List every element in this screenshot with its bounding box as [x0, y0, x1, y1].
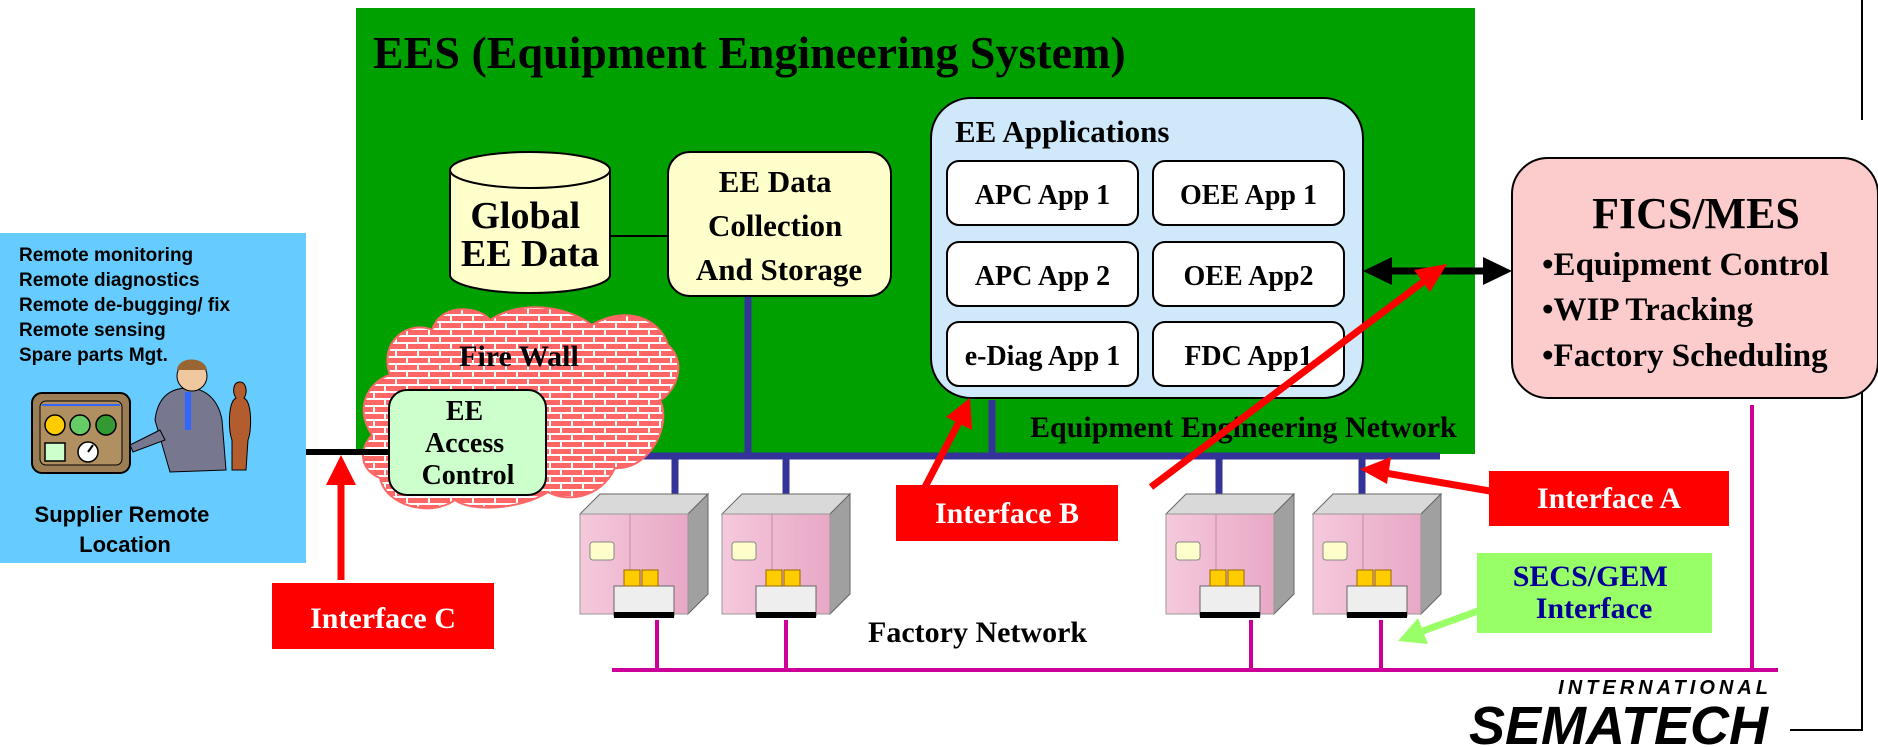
- cabinet-tray: [1346, 585, 1408, 617]
- cabinet-base: [756, 612, 816, 618]
- fics-mes-box: FICS/MES •Equipment Control •WIP Trackin…: [1511, 157, 1878, 399]
- svg-text:Supplier Remote Location: Supplier Remote Location: [35, 502, 216, 557]
- wafer-carrier: [1356, 569, 1374, 587]
- ee-app-label: OEE App2: [1184, 261, 1314, 292]
- cabinet-display: [731, 541, 757, 561]
- collection-line1: EE Data: [719, 164, 832, 199]
- factory-network-label: Factory Network: [868, 616, 1087, 649]
- supplier-service-3: Remote de-bugging/ fix: [19, 295, 231, 316]
- interface-b-label: Interface B: [935, 497, 1079, 530]
- collection-line2: Collection: [708, 208, 842, 243]
- sematech-logo: INTERNATIONAL SEMATECH: [1469, 677, 1772, 747]
- cabinet-tray: [1199, 585, 1261, 617]
- svg-text:•Equipment Control •WIP: •Equipment Control •WIP Tracking •Factor…: [1542, 247, 1837, 374]
- access-control-line3: Control: [422, 460, 515, 491]
- ee-app-label: APC App 1: [975, 180, 1110, 211]
- interface-c-label: Interface C: [310, 602, 456, 635]
- svg-text:Remote monitoring Remote d: Remote monitoring Remote diagnostics Rem…: [19, 245, 235, 366]
- cabinet-base: [1200, 612, 1260, 618]
- wafer-carrier: [1374, 569, 1392, 587]
- factory-network: [612, 405, 1778, 672]
- interface-b-box: Interface B: [896, 485, 1118, 541]
- interface-a-box: Interface A: [1489, 471, 1729, 526]
- supplier-location-line1: Supplier Remote: [35, 502, 210, 527]
- collection-line3: And Storage: [696, 252, 862, 287]
- cabinet-tray: [613, 585, 675, 617]
- interface-arrows: [337, 279, 1491, 580]
- fics-item-1: •Equipment Control: [1542, 247, 1829, 283]
- ee-app-box: [946, 321, 1139, 387]
- ee-app-label: OEE App 1: [1180, 180, 1317, 211]
- fics-item-3: •Factory Scheduling: [1542, 338, 1828, 374]
- cabinet-base: [1347, 612, 1407, 618]
- ee-app-label: APC App 2: [975, 261, 1110, 292]
- interface-a-label: Interface A: [1537, 482, 1681, 515]
- cabinet-top: [1311, 493, 1443, 515]
- cabinet-top: [1164, 493, 1296, 515]
- wafer-carrier: [1209, 569, 1227, 587]
- global-data-line1: Global: [470, 195, 580, 237]
- logo-sematech: SEMATECH: [1469, 696, 1769, 747]
- secs-gem-line2: Interface: [1536, 592, 1653, 625]
- svg-text:Global EE Data: Global EE Data: [461, 195, 599, 275]
- wafer-carrier: [1227, 569, 1245, 587]
- secs-arrow: [1398, 607, 1480, 644]
- firewall-label: Fire Wall: [459, 340, 579, 373]
- ee-applications-title: EE Applications: [955, 114, 1170, 149]
- cabinet-display: [1322, 541, 1348, 561]
- wafer-carrier: [623, 569, 641, 587]
- ee-app-box: [946, 241, 1139, 307]
- ee-app-box: [946, 160, 1139, 226]
- monitor-panel-icon: [31, 392, 131, 474]
- interface-arrowheads: [326, 264, 1447, 485]
- logo-connector-line: [1790, 0, 1863, 731]
- logo-international: INTERNATIONAL: [1558, 677, 1772, 699]
- ees-title: EES (Equipment Engineering System): [373, 27, 1126, 78]
- cabinet-display: [589, 541, 615, 561]
- ee-app-grid: APC App 1 OEE App 1 APC App 2 OEE App2 e-Dia…: [946, 160, 1345, 387]
- supplier-service-1: Remote monitoring: [19, 245, 193, 266]
- fics-title: FICS/MES: [1592, 189, 1800, 238]
- cabinet-base: [614, 612, 674, 618]
- supplier-service-5: Spare parts Mgt.: [19, 345, 168, 366]
- wafer-carrier: [783, 569, 801, 587]
- wafer-carrier: [641, 569, 659, 587]
- cabinet-top: [720, 493, 852, 515]
- access-control-line1: EE: [446, 396, 483, 427]
- fics-item-2: •WIP Tracking: [1542, 292, 1754, 328]
- supplier-service-2: Remote diagnostics: [19, 270, 200, 291]
- secs-gem-interface-box: SECS/GEM Interface: [1477, 553, 1712, 633]
- wafer-carrier: [765, 569, 783, 587]
- cabinet-display: [1175, 541, 1201, 561]
- ee-data-collection: EE Data Collection And Storage: [667, 151, 892, 297]
- cabinet-side: [1273, 492, 1295, 616]
- access-control-line2: Access: [425, 428, 504, 459]
- supplier-location-line2: Location: [79, 532, 171, 557]
- ee-app-box: [1152, 241, 1345, 307]
- global-ee-data-store: Global EE Data: [449, 151, 611, 294]
- svg-text:EE Access Control: EE Access Control: [422, 396, 515, 491]
- ee-app-label: FDC App1: [1184, 341, 1312, 372]
- secs-gem-line1: SECS/GEM: [1513, 560, 1668, 593]
- cabinet-side: [1420, 492, 1442, 616]
- equipment-engineering-network: [545, 296, 1440, 494]
- ee-app-label: e-Diag App 1: [965, 341, 1121, 372]
- cabinet-top: [578, 493, 710, 515]
- ee-app-box: [1152, 160, 1345, 226]
- cabinet-side: [829, 492, 851, 616]
- supplier-service-4: Remote sensing: [19, 320, 166, 341]
- svg-text:EE Data Collection: EE Data Collection And Storage: [696, 164, 862, 287]
- svg-text:SECS/GEM Interface: SECS/GEM Interface: [1513, 560, 1676, 625]
- cabinet-side: [687, 492, 709, 616]
- equipment-tools: [578, 492, 1443, 618]
- engineer-figure-icon: [129, 359, 252, 473]
- interface-c-box: Interface C: [272, 583, 494, 649]
- ee-app-box: [1152, 321, 1345, 387]
- ee-access-control: EE Access Control: [388, 389, 547, 496]
- global-data-line2: EE Data: [461, 233, 599, 275]
- cabinet-tray: [755, 585, 817, 617]
